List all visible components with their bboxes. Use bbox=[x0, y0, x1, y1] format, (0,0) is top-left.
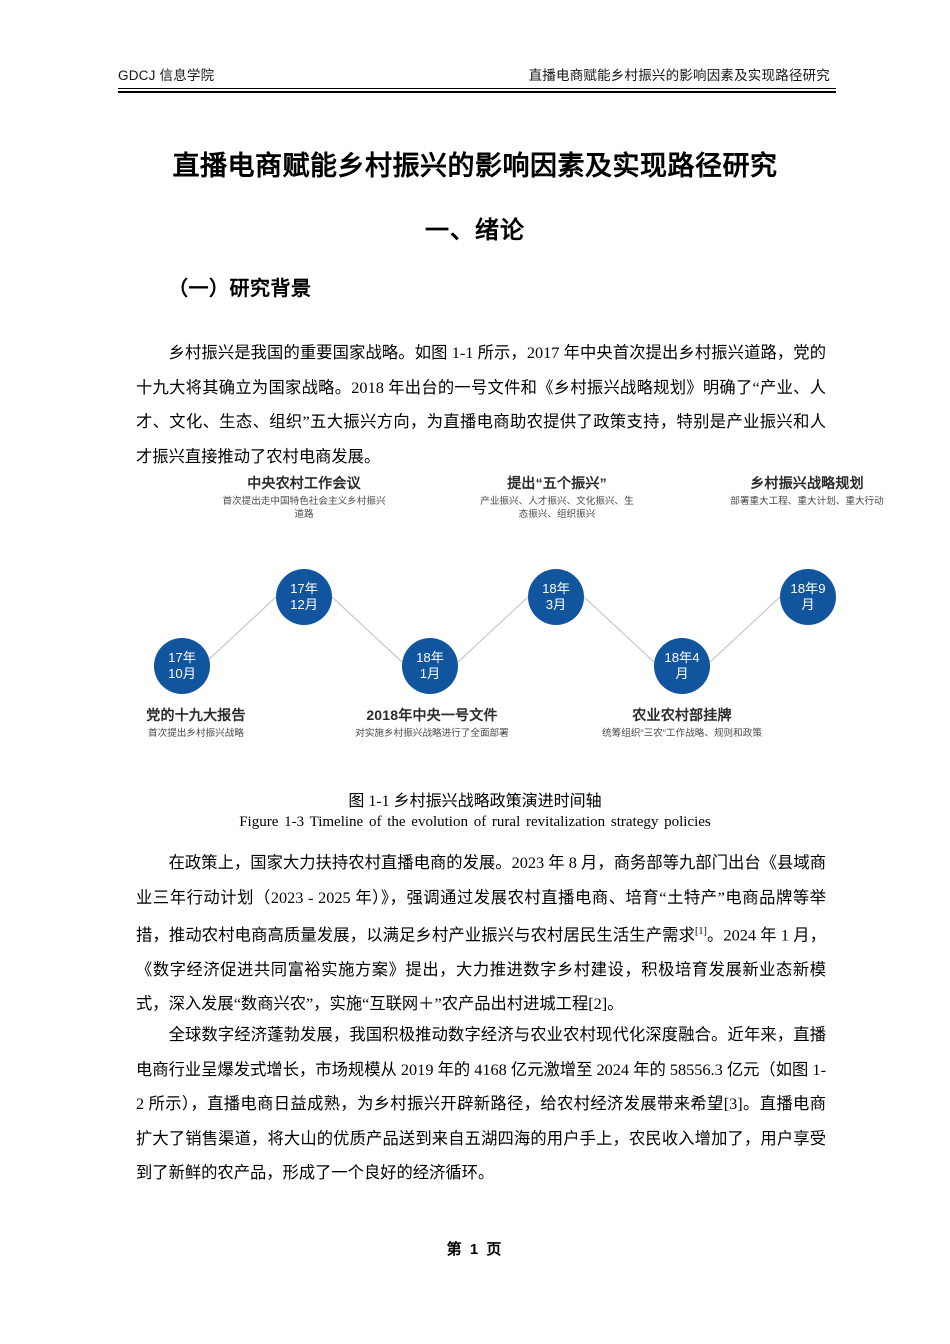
timeline-label-2018-03-desc: 产业振兴、人才振兴、文化振兴、生态振兴、组织振兴 bbox=[480, 496, 634, 520]
header-rule-thin bbox=[118, 88, 836, 89]
header-institution: GDCJ 信息学院 bbox=[118, 68, 215, 83]
timeline-label-2018-09: 乡村振兴战略规划 部署重大工程、重大计划、重大行动 bbox=[714, 474, 900, 508]
timeline-node-2018-09[interactable]: 18年9 月 bbox=[780, 569, 836, 625]
timeline-label-2018-01-title: 2018年中央一号文件 bbox=[366, 707, 498, 723]
subsection-heading: （一）研究背景 bbox=[168, 278, 312, 300]
timeline-label-2017-12-title: 中央农村工作会议 bbox=[247, 475, 361, 491]
timeline-node-2017-12-text: 17年 12月 bbox=[290, 580, 318, 613]
header-rule-thick bbox=[118, 91, 836, 93]
timeline-label-2018-04-desc: 统筹组织“三农”工作战略、规则和政策 bbox=[602, 728, 762, 739]
paragraph-background: 乡村振兴是我国的重要国家战略。如图 1-1 所示，2017 年中央首次提出乡村振… bbox=[136, 336, 826, 474]
timeline-label-2017-10-title: 党的十九大报告 bbox=[146, 707, 246, 723]
section-heading: 一、绪论 bbox=[425, 217, 525, 244]
timeline-node-2018-04[interactable]: 18年4 月 bbox=[654, 638, 710, 694]
timeline-node-2018-03[interactable]: 18年 3月 bbox=[528, 569, 584, 625]
timeline-label-2018-01: 2018年中央一号文件 对实施乡村振兴战略进行了全面部署 bbox=[348, 706, 516, 740]
page-title: 直播电商赋能乡村振兴的影响因素及实现路径研究 bbox=[172, 151, 778, 181]
timeline-label-2018-04-title: 农业农村部挂牌 bbox=[632, 707, 732, 723]
timeline-node-2018-03-text: 18年 3月 bbox=[542, 580, 570, 613]
timeline-label-2017-10: 党的十九大报告 首次提出乡村振兴战略 bbox=[136, 706, 256, 740]
figure-caption-en: Figure 1-3 Timeline of the evolution of … bbox=[239, 814, 711, 830]
paragraph-policy-part2: 。2024 年 1 月，《数字经济促进共同富裕实施方案》提出，大力推进数字乡村建… bbox=[136, 925, 826, 1014]
timeline-label-2018-09-title: 乡村振兴战略规划 bbox=[750, 475, 864, 491]
page-number: 第 1 页 bbox=[446, 1241, 504, 1258]
timeline-label-2018-01-desc: 对实施乡村振兴战略进行了全面部署 bbox=[355, 728, 509, 739]
paragraph-text: 乡村振兴是我国的重要国家战略。如图 1-1 所示，2017 年中央首次提出乡村振… bbox=[136, 343, 826, 466]
paragraph-policy-part1: 在政策上，国家大力扶持农村直播电商的发展。2023 年 8 月，商务部等九部门出… bbox=[136, 853, 826, 945]
timeline-node-2017-10[interactable]: 17年 10月 bbox=[154, 638, 210, 694]
timeline-connectors bbox=[205, 596, 781, 663]
timeline-label-2017-12-desc: 首次提出走中国特色社会主义乡村振兴道路 bbox=[222, 496, 386, 520]
running-header: GDCJ 信息学院 直播电商赋能乡村振兴的影响因素及实现路径研究 bbox=[118, 64, 836, 90]
timeline-node-2017-12[interactable]: 17年 12月 bbox=[276, 569, 332, 625]
paragraph-text: 在政策上，国家大力扶持农村直播电商的发展。2023 年 8 月，商务部等九部门出… bbox=[136, 846, 826, 1022]
paragraph-digital-economy: 全球数字经济蓬勃发展，我国积极推动数字经济与农业农村现代化深度融合。近年来，直播… bbox=[136, 1018, 826, 1191]
timeline-label-2018-09-desc: 部署重大工程、重大计划、重大行动 bbox=[730, 496, 884, 507]
timeline-label-2017-10-desc: 首次提出乡村振兴战略 bbox=[148, 728, 244, 739]
timeline-canvas: 17年 10月 党的十九大报告 首次提出乡村振兴战略 17年 12月 中央农村工… bbox=[136, 470, 883, 775]
figure-timeline: 17年 10月 党的十九大报告 首次提出乡村振兴战略 17年 12月 中央农村工… bbox=[136, 470, 883, 775]
timeline-label-2017-12: 中央农村工作会议 首次提出走中国特色社会主义乡村振兴道路 bbox=[218, 474, 390, 521]
timeline-label-2018-03: 提出“五个振兴” 产业振兴、人才振兴、文化振兴、生态振兴、组织振兴 bbox=[478, 474, 636, 521]
timeline-node-2018-09-text: 18年9 月 bbox=[790, 580, 826, 613]
timeline-node-2018-01[interactable]: 18年 1月 bbox=[402, 638, 458, 694]
timeline-label-2018-04: 农业农村部挂牌 统筹组织“三农”工作战略、规则和政策 bbox=[596, 706, 768, 740]
timeline-node-2018-04-text: 18年4 月 bbox=[664, 649, 700, 682]
timeline-node-2017-10-text: 17年 10月 bbox=[168, 649, 196, 682]
paragraph-policy: 在政策上，国家大力扶持农村直播电商的发展。2023 年 8 月，商务部等九部门出… bbox=[136, 846, 826, 1022]
citation-marker-1: [1] bbox=[695, 926, 707, 937]
timeline-label-2018-03-title: 提出“五个振兴” bbox=[507, 475, 607, 491]
paragraph-text: 全球数字经济蓬勃发展，我国积极推动数字经济与农业农村现代化深度融合。近年来，直播… bbox=[136, 1025, 826, 1182]
timeline-node-2018-01-text: 18年 1月 bbox=[416, 649, 444, 682]
header-doc-title: 直播电商赋能乡村振兴的影响因素及实现路径研究 bbox=[528, 68, 830, 83]
figure-caption-cn: 图 1-1 乡村振兴战略政策演进时间轴 bbox=[348, 793, 602, 810]
